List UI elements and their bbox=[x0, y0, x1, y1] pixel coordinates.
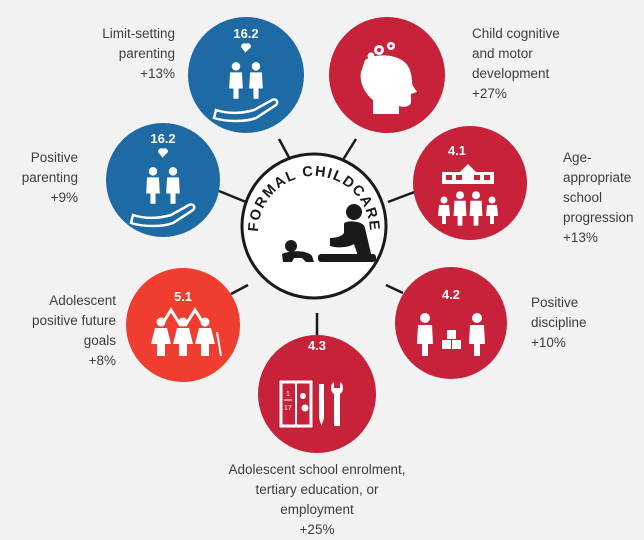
outcome-name: tertiary education, or bbox=[255, 482, 379, 497]
outcome-name: appropriate bbox=[563, 170, 632, 185]
effect-size: +13% bbox=[563, 230, 598, 245]
outcome-name: discipline bbox=[531, 315, 587, 330]
women-group-icon bbox=[151, 307, 222, 357]
label-cognitive: Child cognitive and motor development +2… bbox=[472, 24, 632, 104]
sdg-badge: 4.2 bbox=[442, 287, 460, 302]
outcome-name: Positive bbox=[30, 150, 78, 165]
sdg-badge: 5.1 bbox=[174, 289, 192, 304]
caregiver-with-crawling-child-icon bbox=[282, 204, 376, 262]
sdg-badge: 16.2 bbox=[233, 26, 258, 41]
school-children-icon bbox=[438, 164, 498, 226]
label-future-goals: Adolescent positive future goals +8% bbox=[0, 291, 116, 371]
outcome-name: school bbox=[563, 190, 603, 205]
svg-text:1: 1 bbox=[286, 391, 290, 398]
family-care-hand-icon bbox=[129, 148, 196, 228]
effect-size: +10% bbox=[531, 335, 566, 350]
effect-size: +25% bbox=[299, 522, 335, 537]
sdg-badge: 4.1 bbox=[448, 143, 466, 158]
connector-positive-parenting bbox=[218, 189, 247, 204]
outcome-name: and motor bbox=[472, 46, 533, 61]
outcome-name: employment bbox=[280, 502, 354, 517]
connector-discipline bbox=[385, 283, 404, 295]
svg-text:17: 17 bbox=[284, 405, 292, 412]
outcome-name: Adolescent bbox=[49, 293, 116, 308]
node-cognitive bbox=[329, 17, 445, 133]
node-future-goals: 5.1 bbox=[126, 268, 240, 382]
outcome-name: progression bbox=[563, 210, 634, 225]
effect-size: +13% bbox=[140, 66, 175, 81]
effect-size: +9% bbox=[50, 190, 78, 205]
effect-size: +27% bbox=[472, 86, 507, 101]
label-school-progression: Age- appropriate school progression +13% bbox=[563, 148, 644, 248]
outcome-name: Limit-setting bbox=[102, 26, 175, 41]
connector-school-progression bbox=[387, 189, 418, 204]
node-school-progression: 4.1 bbox=[413, 126, 527, 240]
outcome-name: goals bbox=[83, 333, 116, 348]
sdg-badge: 16.2 bbox=[150, 131, 175, 146]
node-enrolment: 4.3 1 17 bbox=[258, 335, 376, 453]
parent-child-blocks-icon bbox=[417, 313, 485, 356]
label-limit-setting: Limit-setting parenting +13% bbox=[40, 24, 175, 84]
node-positive-parenting: 16.2 bbox=[106, 123, 220, 237]
node-limit-setting: 16.2 bbox=[188, 17, 304, 133]
sdg-badge: 4.3 bbox=[308, 338, 326, 353]
effect-size: +8% bbox=[88, 353, 116, 368]
outcome-name: Adolescent school enrolment, bbox=[228, 462, 406, 477]
family-care-hand-icon bbox=[212, 43, 279, 123]
label-enrolment: Adolescent school enrolment, tertiary ed… bbox=[182, 460, 452, 540]
outcome-name: positive future bbox=[31, 313, 116, 328]
connector-future-goals bbox=[230, 283, 249, 296]
outcome-name: development bbox=[472, 66, 550, 81]
node-discipline: 4.2 bbox=[395, 267, 507, 379]
outcome-name: Child cognitive bbox=[472, 26, 560, 41]
outcome-name: parenting bbox=[21, 170, 78, 185]
center-node: FORMAL CHILDCARE bbox=[240, 152, 388, 300]
outcome-name: Age- bbox=[563, 150, 592, 165]
outcome-name: parenting bbox=[118, 46, 175, 61]
label-positive-parenting: Positive parenting +9% bbox=[0, 148, 78, 208]
head-with-gears-icon bbox=[360, 42, 417, 114]
book-and-tools-icon: 1 17 bbox=[279, 380, 343, 428]
outcome-name: Positive bbox=[531, 295, 579, 310]
label-discipline: Positive discipline +10% bbox=[531, 293, 641, 353]
